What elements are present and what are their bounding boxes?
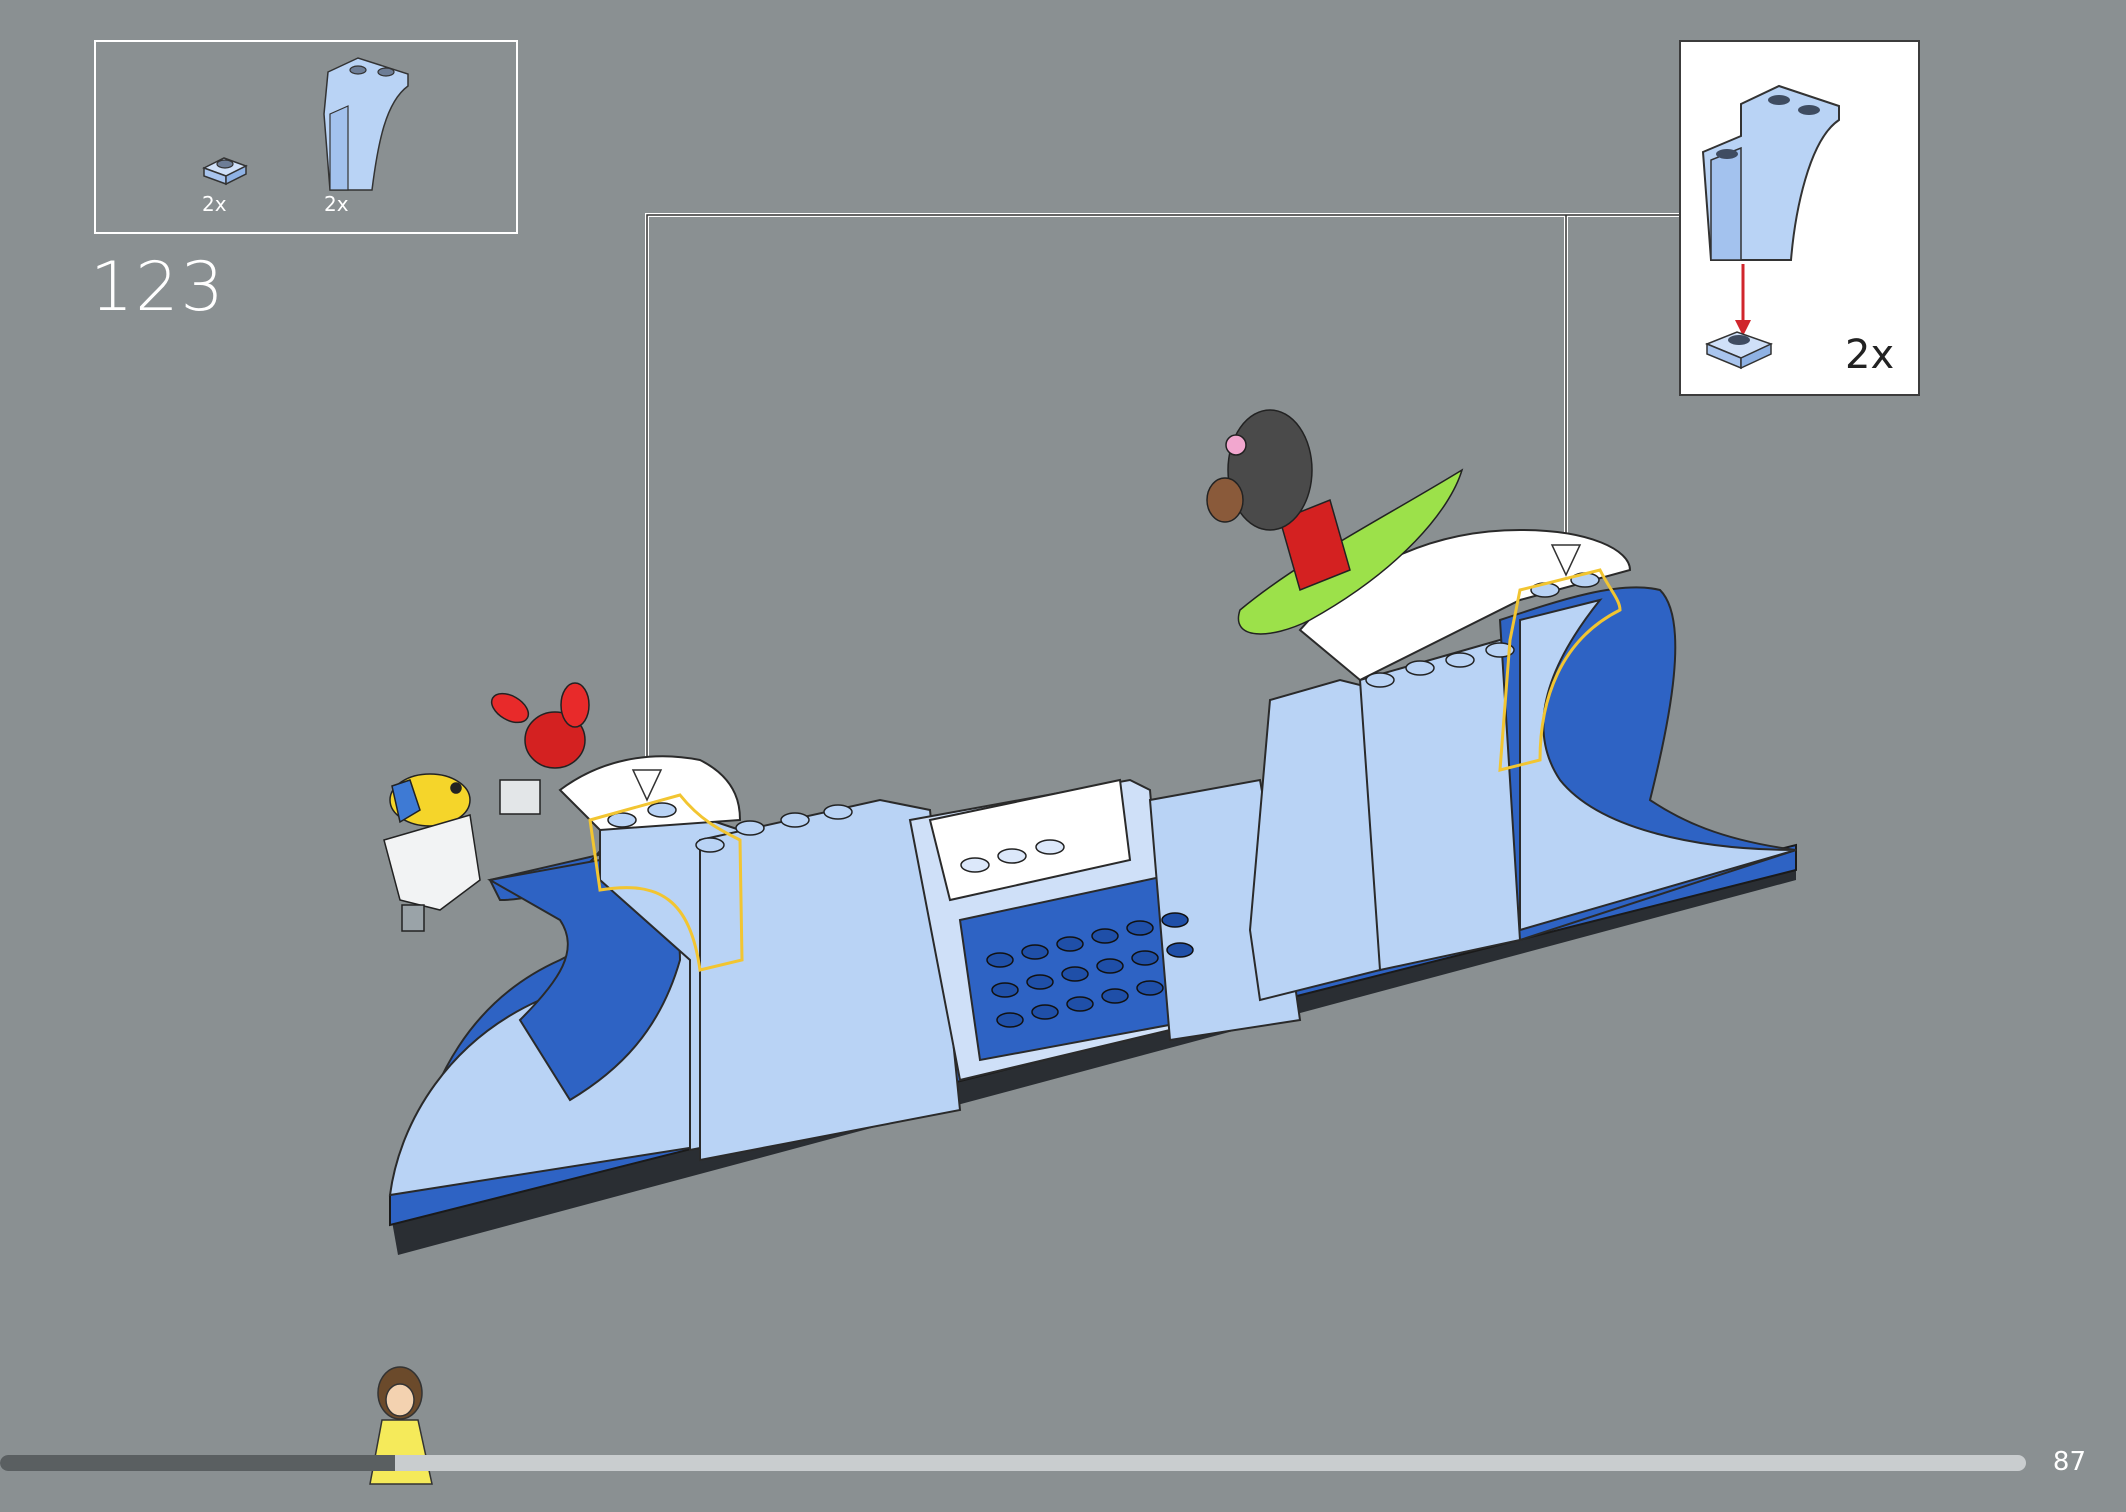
surfer-figure xyxy=(1206,409,1464,635)
model-base xyxy=(389,843,1797,1255)
left-white-support xyxy=(383,814,481,932)
callout-illustration xyxy=(1701,84,1840,370)
top-studs xyxy=(607,572,1600,873)
page-number: 87 xyxy=(2052,1447,2086,1477)
fish-figure xyxy=(389,773,471,827)
sub-assembly-callout: 2x xyxy=(1679,40,1920,396)
plate-1x1-part xyxy=(202,157,248,186)
callout-connector-lines xyxy=(645,213,1679,790)
new-part-highlights xyxy=(588,568,1622,972)
arch-qty-label: 2x xyxy=(324,192,349,216)
callout-arrow xyxy=(1735,264,1751,336)
callout-arch-brick xyxy=(1701,84,1840,261)
step-number: 123 xyxy=(90,248,226,327)
crab-figure xyxy=(490,682,590,815)
parts-illustration xyxy=(202,57,409,191)
callout-connector-lines-inner xyxy=(646,214,1679,790)
callout-qty-label: 2x xyxy=(1845,332,1895,378)
progress-bar-fill xyxy=(0,1455,396,1471)
callout-plate-1x1 xyxy=(1705,331,1773,370)
plate-qty-label: 2x xyxy=(202,192,227,216)
progress-bar xyxy=(0,1455,2026,1471)
placement-arrows xyxy=(631,544,1582,802)
arch-brick-part xyxy=(323,57,409,191)
pit-studs xyxy=(986,912,1194,1028)
wave-structure xyxy=(388,528,1797,1197)
parts-list-box: 2x 2x xyxy=(94,40,518,234)
